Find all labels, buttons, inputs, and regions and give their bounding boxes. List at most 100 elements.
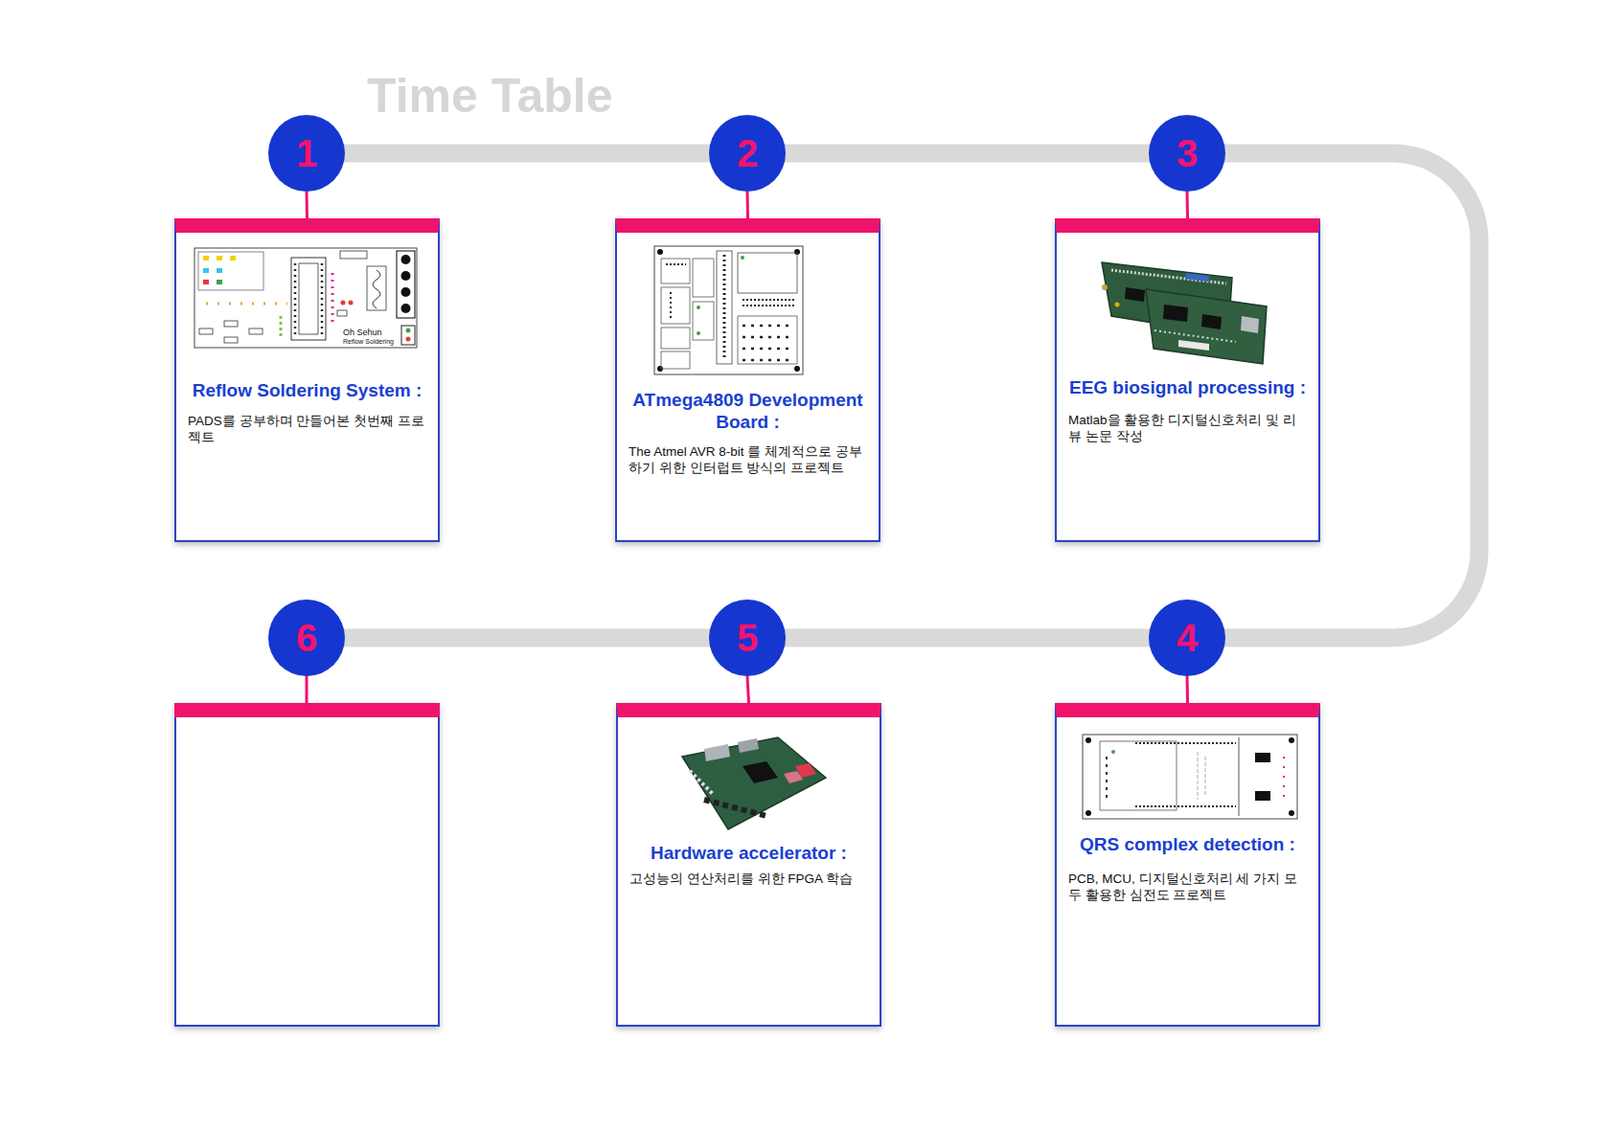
chip — [1201, 314, 1222, 330]
pin-row — [1135, 805, 1236, 808]
led-pad — [406, 328, 412, 334]
pcb-region — [661, 258, 690, 284]
pcb-region — [1099, 741, 1177, 811]
step-number: 4 — [1176, 618, 1198, 658]
led-pad — [216, 255, 223, 261]
port — [704, 744, 731, 762]
timeline-card: Hardware accelerator :고성능의 연산처리를 위한 FPGA… — [616, 703, 882, 1028]
card-band — [174, 703, 440, 718]
card-description: PADS를 공부하며 만들어본 첫번째 프로젝트 — [187, 413, 425, 447]
step-circle: 2 — [708, 114, 786, 192]
step-number: 6 — [296, 618, 318, 658]
pad-row — [1282, 756, 1285, 805]
step-circle: 1 — [268, 114, 345, 192]
pad-row — [1105, 756, 1108, 800]
chip — [1124, 287, 1145, 302]
pcb-divider — [1238, 737, 1240, 817]
silkscreen-label: Oh Sehun — [342, 328, 383, 338]
pcb-layout — [654, 246, 803, 375]
connector-stem — [305, 191, 310, 219]
pcb-region — [661, 327, 690, 349]
timeline-track — [342, 144, 712, 163]
pin-row — [320, 263, 324, 335]
button-footprint — [224, 320, 238, 327]
led-pad — [229, 255, 236, 261]
timeline-card: EEG biosignal processing : Matlab을 활용한 디지… — [1054, 218, 1321, 543]
led-pad — [203, 279, 209, 285]
switch-row — [704, 800, 767, 817]
card-title: ATmega4809 Development Board : — [620, 389, 875, 435]
led-pad — [740, 255, 745, 260]
silkscreen-label: Reflow Soldering — [342, 338, 394, 345]
step-number: 5 — [736, 618, 758, 658]
pcb-layout — [194, 248, 417, 348]
connector-stem — [305, 674, 309, 706]
keypad-outline — [737, 316, 798, 365]
fpga-board-photo — [682, 737, 826, 830]
pad-row — [205, 302, 288, 306]
mount-hole — [1085, 737, 1092, 744]
pin-row — [742, 336, 794, 340]
fuse-holder — [366, 266, 387, 311]
pin-row — [294, 263, 298, 335]
connector — [783, 771, 803, 784]
component — [1115, 302, 1120, 308]
ic-socket — [291, 257, 326, 341]
card-title: Reflow Soldering System : — [180, 380, 435, 403]
connector-stem — [746, 191, 751, 219]
port — [737, 738, 759, 754]
part-footprint — [337, 310, 347, 317]
pin-row — [1135, 742, 1236, 745]
display-outline — [737, 252, 798, 294]
pin-row — [742, 304, 796, 307]
card-description: The Atmel AVR 8-bit 를 체계적으로 공부하기 위한 인터럽트… — [628, 444, 866, 478]
step-circle: 3 — [1148, 114, 1226, 192]
page-title: Time Table — [366, 67, 614, 125]
pin-row — [742, 359, 794, 363]
chip — [1255, 791, 1271, 801]
step-number: 3 — [1176, 134, 1198, 173]
led-pad — [406, 337, 412, 343]
mount-hole — [1085, 810, 1092, 817]
timeline-card: Reflow Soldering System : PADS를 공부하며 만들어본… — [174, 218, 440, 543]
connector — [1101, 284, 1108, 291]
mount-hole — [1288, 810, 1295, 817]
led-pad — [696, 331, 701, 336]
pcb-region — [661, 351, 690, 369]
board — [1145, 289, 1267, 365]
connector-stem — [747, 676, 750, 704]
timeline-track — [1222, 153, 1480, 639]
pin-row — [689, 771, 714, 796]
timeline-card: QRS complex detection :PCB, MCU, 디지털신호처리… — [1054, 703, 1321, 1028]
part-footprint — [340, 251, 367, 259]
pin-row — [1154, 330, 1236, 343]
step-number: 2 — [736, 134, 758, 173]
terminal-block — [396, 251, 415, 319]
terminal-hole — [401, 271, 412, 281]
pin-row — [742, 298, 796, 301]
card-description: Matlab을 활용한 디지털신호처리 및 리뷰 논문 작성 — [1068, 412, 1305, 446]
pcb-region — [661, 287, 690, 324]
eeg-board-photo — [1101, 262, 1267, 365]
card-title: EEG biosignal processing : — [1060, 377, 1315, 400]
led-pad — [696, 305, 701, 310]
pcb-outline — [194, 248, 417, 348]
label-sticker — [1185, 273, 1210, 282]
pin-row — [665, 263, 686, 266]
terminal-hole — [401, 287, 412, 298]
pad-row — [279, 316, 283, 340]
empty-card — [175, 704, 439, 1027]
card-description: PCB, MCU, 디지털신호처리 세 가지 모두 활용한 심전도 프로젝트 — [1068, 871, 1305, 905]
connector — [1178, 340, 1210, 351]
pcb-outline — [1082, 734, 1298, 820]
connector-stem — [1186, 676, 1190, 704]
step-number: 1 — [296, 134, 318, 173]
pcb-region — [692, 258, 714, 298]
led-pad — [348, 300, 354, 306]
step-circle: 6 — [268, 599, 345, 677]
led-box — [401, 325, 415, 345]
card-description: 고성능의 연산처리를 위한 FPGA 학습 — [629, 871, 867, 889]
